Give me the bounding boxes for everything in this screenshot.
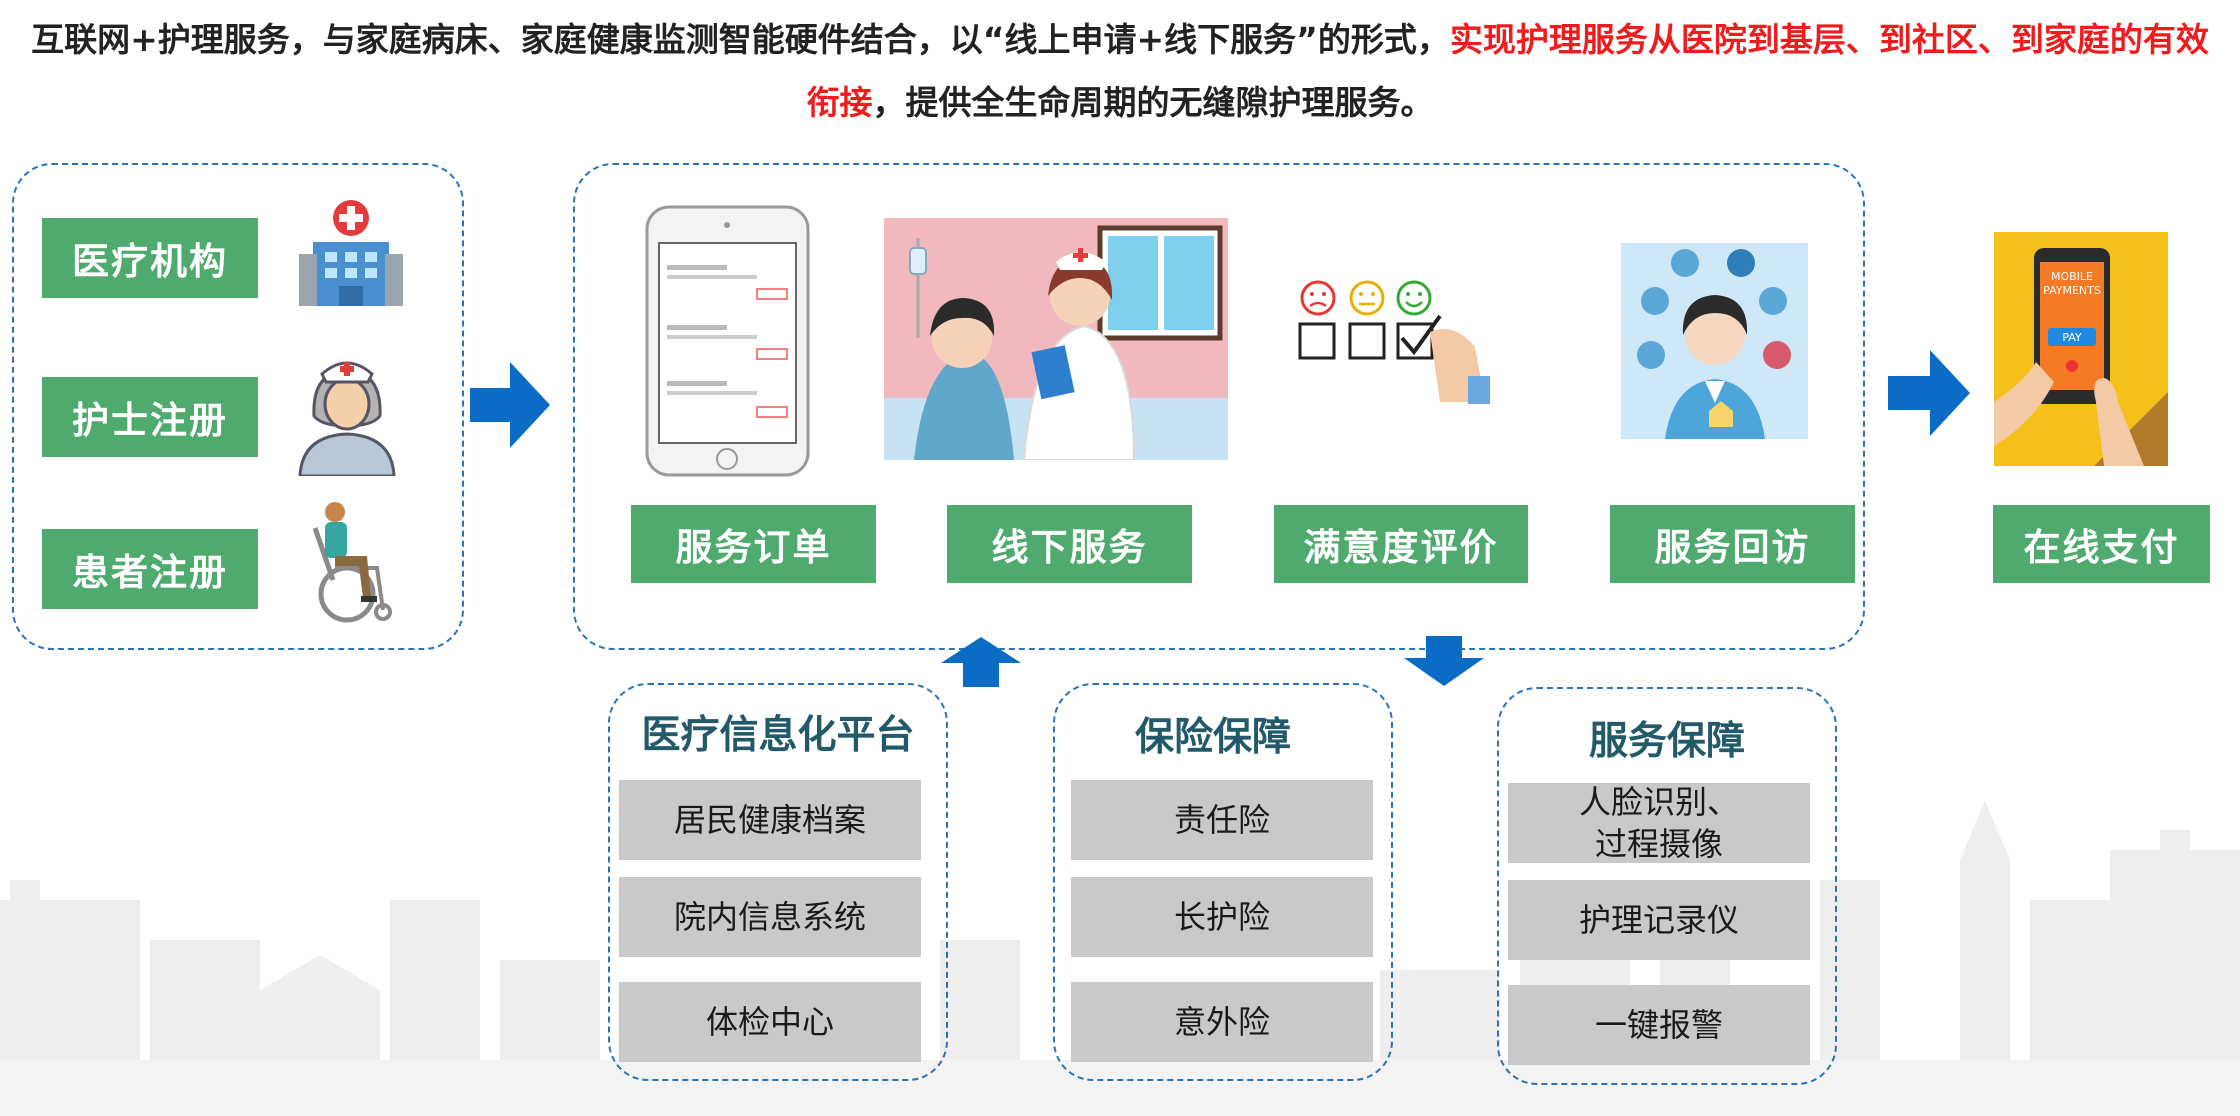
mobile-text-2: PAYMENTS — [2043, 284, 2101, 297]
item-physical-exam-center: 体检中心 — [619, 982, 921, 1062]
customer-service-agent-icon — [1621, 243, 1808, 439]
intro-text-end: ，提供全生命周期的无缝隙护理服务。 — [872, 83, 1434, 122]
item-one-key-alarm: 一键报警 — [1508, 985, 1810, 1065]
label-online-payment: 在线支付 — [1993, 505, 2210, 583]
insurance-guarantee-frame — [1053, 683, 1393, 1081]
label-satisfaction-evaluation: 满意度评价 — [1274, 505, 1528, 583]
pay-text: PAY — [2062, 331, 2082, 344]
nurse-icon — [298, 361, 396, 476]
arrow-up-icon — [941, 637, 1021, 687]
label-nurse-registration: 护士注册 — [42, 377, 258, 457]
intro-text-highlight: 实现护理服务从医院到基层、到社区、到家庭的有效衔接 — [806, 20, 2209, 122]
item-liability-insurance: 责任险 — [1071, 780, 1373, 860]
panel-title-insurance-guarantee: 保险保障 — [1134, 715, 1291, 760]
mobile-text-1: MOBILE — [2051, 270, 2093, 283]
item-face-recognition-recording: 人脸识别、 过程摄像 — [1508, 783, 1810, 863]
label-medical-institution: 医疗机构 — [42, 218, 258, 298]
intro-text-normal: 互联网+护理服务，与家庭病床、家庭健康监测智能硬件结合，以“线上申请+线下服务”… — [31, 20, 1450, 59]
label-service-return-visit: 服务回访 — [1610, 505, 1855, 583]
label-offline-service: 线下服务 — [947, 505, 1192, 583]
service-guarantee-frame — [1497, 687, 1837, 1085]
wheelchair-patient-icon — [312, 502, 392, 623]
service-flow-frame — [573, 163, 1865, 650]
smartphone-app-icon — [645, 205, 810, 477]
panel-title-service-guarantee: 服务保障 — [1588, 719, 1745, 764]
arrow-right-icon-1 — [470, 362, 550, 448]
item-hospital-info-system: 院内信息系统 — [619, 877, 921, 957]
label-patient-registration: 患者注册 — [42, 529, 258, 609]
item-resident-health-records: 居民健康档案 — [619, 780, 921, 860]
item-accident-insurance: 意外险 — [1071, 982, 1373, 1062]
registration-group-frame — [12, 163, 464, 650]
arrow-down-icon — [1404, 636, 1484, 686]
panel-title-medical-info-platform: 医疗信息化平台 — [641, 713, 915, 758]
nurse-caring-patient-illustration — [884, 218, 1228, 460]
item-care-recorder: 护理记录仪 — [1508, 880, 1810, 960]
label-service-order: 服务订单 — [631, 505, 876, 583]
hospital-icon — [299, 200, 403, 306]
mobile-payment-icon: MOBILE PAYMENTS PAY — [1994, 232, 2168, 466]
arrow-right-icon-2 — [1888, 350, 1970, 436]
intro-text: 互联网+护理服务，与家庭病床、家庭健康监测智能硬件结合，以“线上申请+线下服务”… — [20, 8, 2220, 134]
satisfaction-checklist-icon — [1298, 280, 1490, 404]
medical-info-platform-frame — [608, 683, 948, 1081]
item-long-term-care-insurance: 长护险 — [1071, 877, 1373, 957]
